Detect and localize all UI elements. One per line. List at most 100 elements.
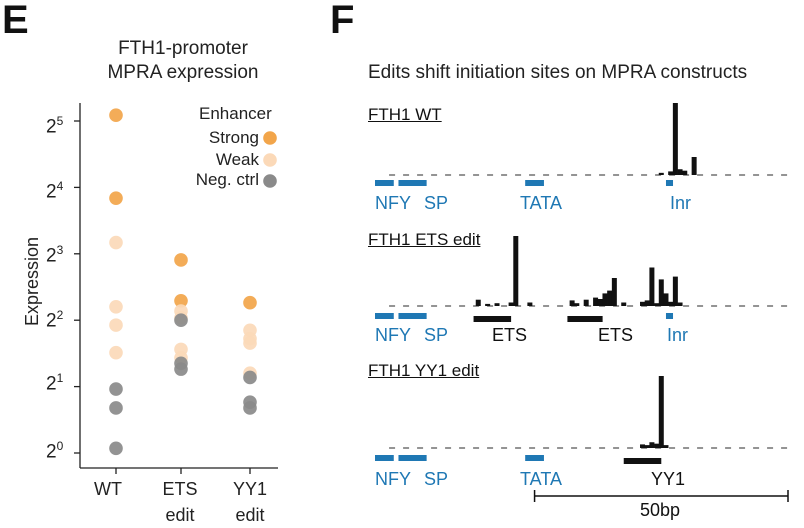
signal-bar bbox=[663, 445, 669, 448]
scatter-point-strong bbox=[174, 293, 188, 308]
signal-bar bbox=[593, 297, 599, 306]
signal-bar bbox=[508, 302, 514, 306]
panel-letter-f: F bbox=[330, 0, 355, 42]
motif-box-tata bbox=[525, 180, 544, 186]
motif-label-nfy: NFY bbox=[375, 325, 411, 345]
legend-label-strong: Strong bbox=[208, 128, 259, 147]
y-tick-label: 23 bbox=[46, 243, 64, 267]
signal-bar bbox=[602, 293, 608, 306]
y-tick-label: 25 bbox=[46, 114, 64, 138]
signal-bar bbox=[574, 303, 580, 306]
signal-bar bbox=[663, 293, 669, 306]
signal-bar bbox=[494, 303, 500, 306]
signal-bar bbox=[649, 267, 655, 306]
motif-label-sp: SP bbox=[424, 469, 449, 489]
signal-bar bbox=[654, 443, 660, 448]
scatter-point-neg-ctrl bbox=[243, 401, 257, 415]
signal-bar bbox=[649, 442, 655, 448]
scatter-point-neg-ctrl bbox=[109, 382, 123, 396]
signal-bar bbox=[658, 279, 664, 306]
signal-bar bbox=[569, 300, 575, 306]
motif-box-sp bbox=[398, 455, 427, 461]
panel-letter-e: E bbox=[2, 0, 29, 42]
scatter-point-strong bbox=[109, 191, 123, 205]
motif-label-nfy: NFY bbox=[375, 193, 411, 213]
y-tick-label: 21 bbox=[46, 371, 64, 395]
legend-swatch bbox=[263, 174, 277, 188]
scatter-point-strong bbox=[174, 253, 188, 267]
scatter-point-strong bbox=[243, 295, 257, 310]
motif-label-ets: ETS bbox=[492, 325, 528, 345]
legend-swatch bbox=[263, 153, 277, 167]
motif-label-sp: SP bbox=[424, 193, 449, 213]
signal-bar bbox=[677, 169, 683, 175]
signal-bar bbox=[658, 172, 664, 175]
legend-label-weak: Weak bbox=[215, 150, 259, 169]
signal-bar bbox=[611, 278, 617, 306]
scatter-point-weak bbox=[243, 336, 257, 350]
motif-label-ets: ETS bbox=[598, 325, 634, 345]
motif-box-ets bbox=[473, 316, 512, 322]
panel-e-title-line2: MPRA expression bbox=[107, 62, 259, 83]
signal-bar bbox=[640, 444, 646, 448]
scatter-point-neg-ctrl bbox=[243, 370, 257, 385]
signal-bar bbox=[485, 303, 491, 306]
legend-label-neg-ctrl: Neg. ctrl bbox=[195, 170, 259, 189]
track-label-wt: FTH1 WT bbox=[368, 105, 442, 124]
motif-label-inr: Inr bbox=[667, 325, 689, 345]
signal-bar bbox=[597, 299, 603, 306]
scatter-point-neg-ctrl bbox=[109, 441, 123, 456]
scatter-point-neg-ctrl bbox=[174, 362, 188, 376]
panel-e-title: FTH1-promoter MPRA expression bbox=[63, 37, 303, 85]
signal-bar bbox=[677, 302, 683, 306]
signal-bar bbox=[668, 301, 674, 306]
signal-bar bbox=[583, 299, 589, 306]
motif-box-sp bbox=[398, 180, 427, 186]
scatter-point-strong bbox=[109, 108, 123, 122]
scale-bar-label: 50bp bbox=[640, 500, 681, 520]
motif-box-inr bbox=[665, 180, 674, 186]
signal-bar bbox=[513, 236, 519, 306]
signal-bar bbox=[672, 103, 678, 175]
panel-e-title-line1: FTH1-promoter bbox=[118, 38, 248, 59]
scatter-point-weak bbox=[109, 318, 123, 332]
motif-label-tata: TATA bbox=[520, 469, 562, 489]
motif-label-nfy: NFY bbox=[375, 469, 411, 489]
motif-label-yy1: YY1 bbox=[651, 469, 686, 489]
scatter-point-neg-ctrl bbox=[174, 313, 188, 328]
legend-title: Enhancer bbox=[199, 104, 272, 123]
y-tick-label: 22 bbox=[46, 308, 64, 332]
signal-bar bbox=[607, 290, 613, 306]
legend-swatch bbox=[263, 131, 277, 145]
signal-bar bbox=[644, 300, 650, 306]
signal-bar bbox=[640, 301, 646, 306]
scatter-point-weak bbox=[109, 300, 123, 314]
signal-bar bbox=[621, 302, 627, 306]
motif-box-yy1 bbox=[623, 458, 662, 464]
y-tick-label: 24 bbox=[46, 179, 64, 203]
motif-box-inr bbox=[665, 313, 674, 319]
motif-label-sp: SP bbox=[424, 325, 449, 345]
signal-bar bbox=[668, 171, 674, 175]
motif-label-tata: TATA bbox=[520, 193, 562, 213]
scatter-point-neg-ctrl bbox=[109, 401, 123, 415]
panel-f-title: Edits shift initiation sites on MPRA con… bbox=[368, 62, 748, 83]
signal-bar bbox=[658, 376, 664, 448]
signal-bar bbox=[527, 302, 533, 306]
signal-bar bbox=[475, 299, 481, 306]
signal-bar bbox=[654, 303, 660, 306]
y-tick-label: 20 bbox=[46, 439, 64, 463]
motif-box-ets bbox=[567, 316, 603, 322]
signal-bar bbox=[672, 276, 678, 306]
motif-box bbox=[375, 313, 394, 319]
motif-box-nfy bbox=[375, 180, 394, 186]
motif-label-inr: Inr bbox=[670, 193, 692, 213]
scatter-point-weak bbox=[109, 345, 123, 360]
motif-box-nfy bbox=[375, 455, 394, 461]
signal-bar bbox=[682, 170, 688, 175]
track-label-yy1-edit: FTH1 YY1 edit bbox=[368, 361, 480, 380]
motif-box bbox=[398, 313, 427, 319]
